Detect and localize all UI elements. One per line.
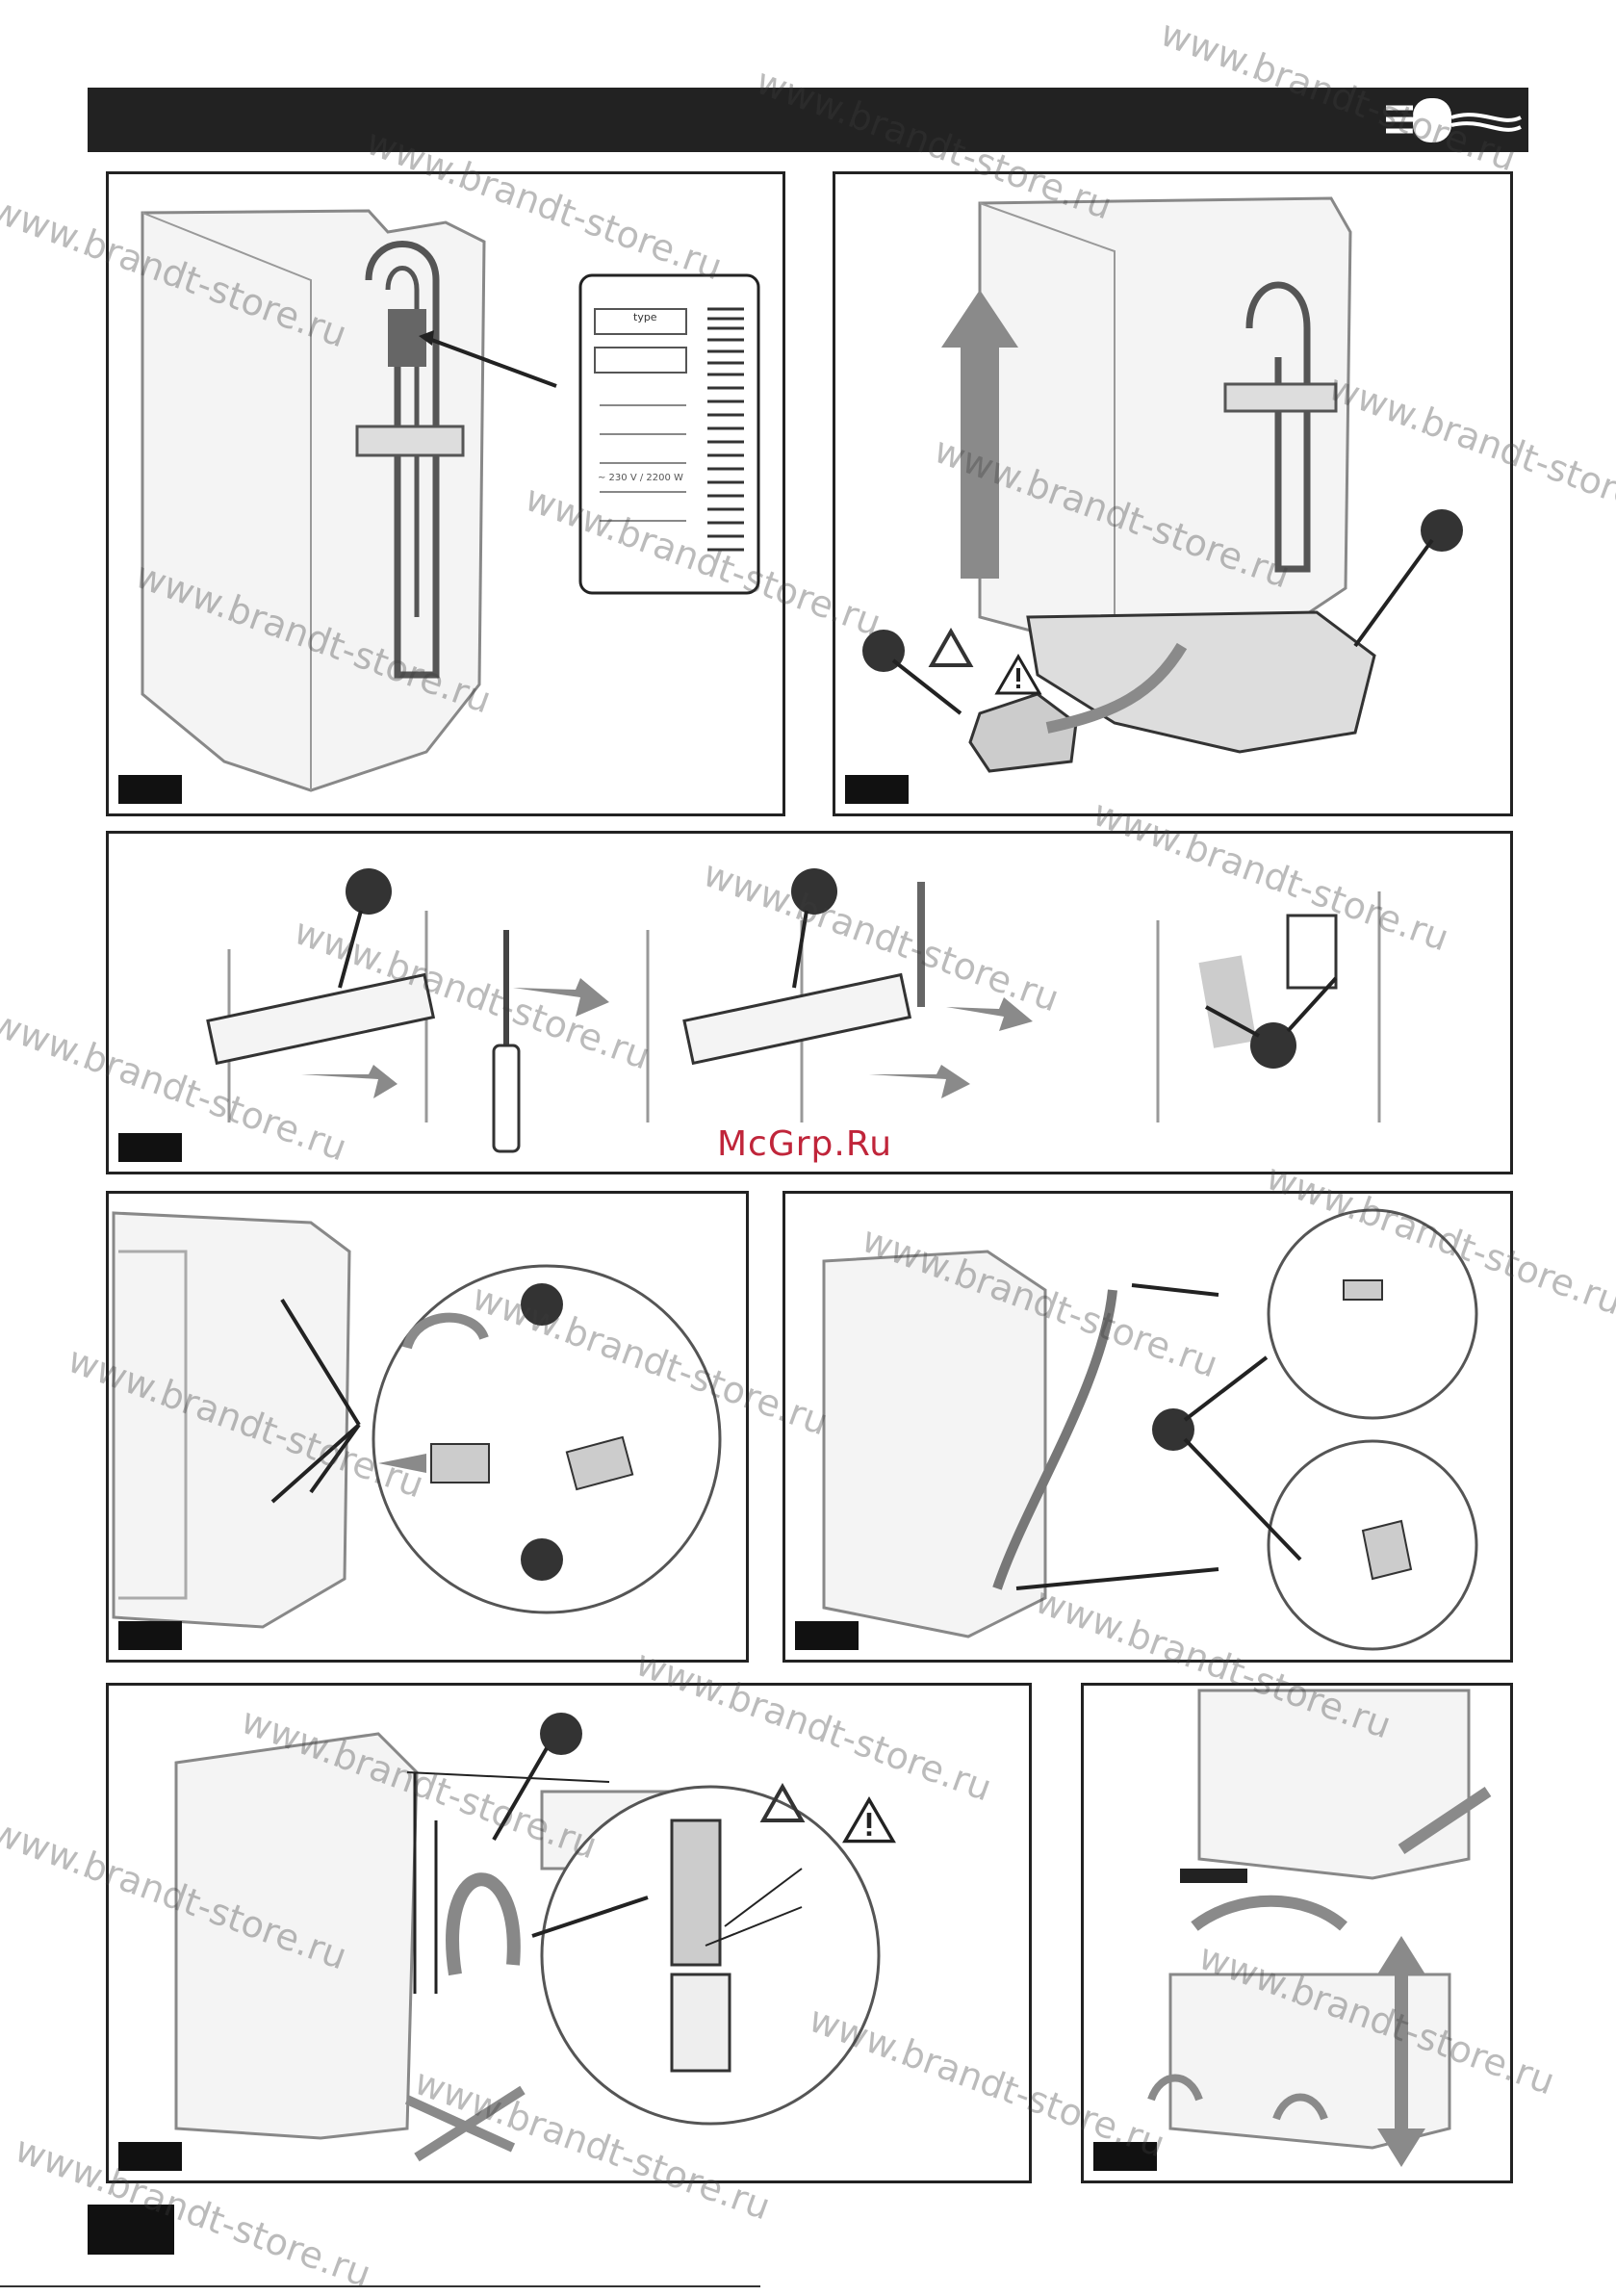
panel-5	[782, 1191, 1513, 1663]
warning-icon	[994, 654, 1042, 696]
panel-1-tag	[118, 775, 182, 804]
panel-5-tag	[795, 1621, 859, 1650]
panel-1: type ~ 230 V / 2200 W	[106, 171, 785, 816]
warning-icon	[840, 1796, 898, 1845]
rating-label-power: ~ 230 V / 2200 W	[598, 473, 683, 483]
brand-text: McGrp.Ru	[717, 1124, 893, 1164]
panel-2	[833, 171, 1513, 816]
panel-6-tag	[118, 2142, 182, 2171]
panel-2-tag	[845, 775, 909, 804]
panel-4-tag	[118, 1621, 182, 1650]
page-number-tag	[88, 2205, 174, 2255]
panel-3	[106, 831, 1513, 1174]
panel-6	[106, 1683, 1032, 2183]
panel-3-tag	[118, 1133, 182, 1162]
bottom-rule	[0, 2285, 760, 2287]
rating-label-type: type	[633, 311, 657, 323]
panel-7-tag	[1093, 2142, 1157, 2171]
panel-4	[106, 1191, 749, 1663]
header-bar	[88, 88, 1528, 152]
panel-7	[1081, 1683, 1513, 2183]
power-plug-icon	[1367, 89, 1526, 152]
